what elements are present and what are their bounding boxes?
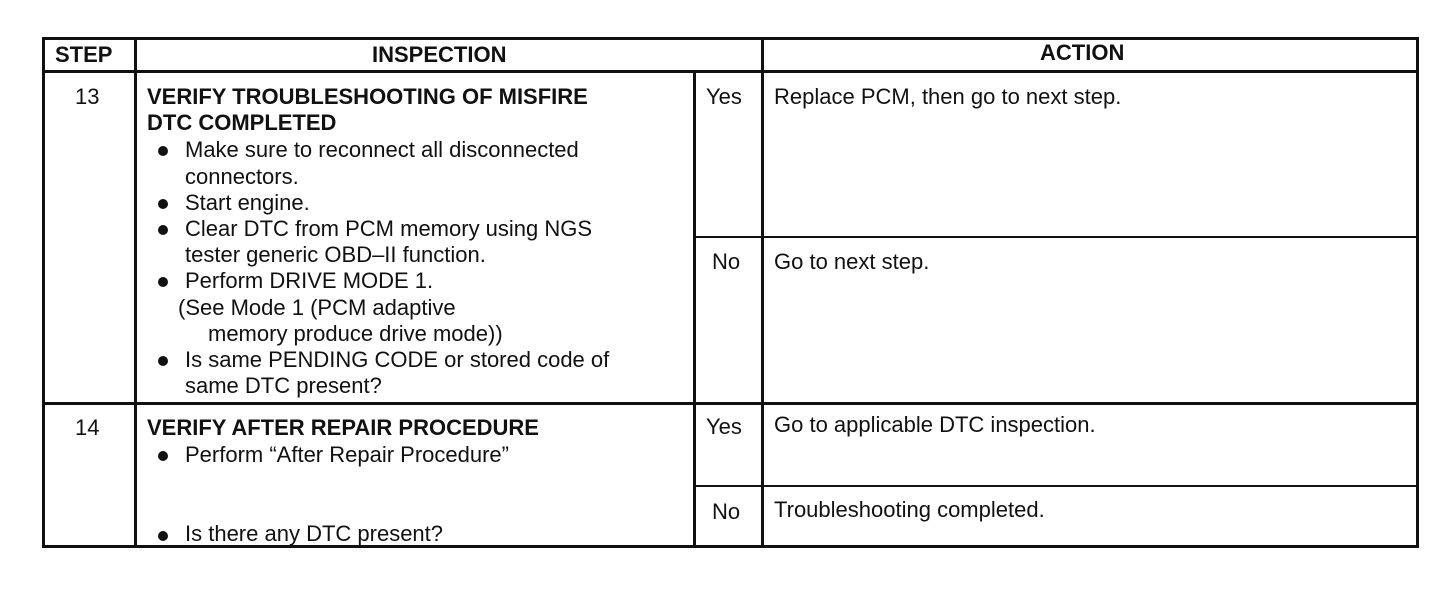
action-text: Troubleshooting completed. [774,497,1045,522]
divider-inspection-action [761,37,764,548]
inspection-title-cont: DTC COMPLETED [147,110,337,135]
header-inspection: INSPECTION [372,42,507,67]
inspection-bullet-cont: same DTC present? [185,373,382,398]
inspection-bullet: Perform DRIVE MODE 1. [185,268,434,293]
bullet-icon [158,199,168,209]
bullet-icon [158,356,168,366]
step-number: 14 [75,415,100,440]
step-number: 13 [75,84,100,109]
inspection-bullet: Start engine. [185,190,310,215]
row-divider-13-14 [42,402,1419,405]
inspection-bullet: Is same PENDING CODE or stored code of [185,347,610,372]
row14-yes-no-divider [693,485,1419,487]
bullet-icon [158,277,168,287]
inspection-title: VERIFY TROUBLESHOOTING OF MISFIRE [147,84,588,109]
table-border-top [42,37,1419,40]
table-border-left [42,37,45,548]
inspection-bullet-cont: tester generic OBD–II function. [185,242,486,267]
action-text: Go to applicable DTC inspection. [774,412,1096,437]
table-border-bottom [42,545,1419,548]
row13-yes-no-divider [693,236,1419,238]
bullet-icon [158,146,168,156]
header-step: STEP [55,42,113,67]
inspection-title: VERIFY AFTER REPAIR PROCEDURE [147,415,539,440]
no-label: No [712,499,741,524]
action-text: Go to next step. [774,249,930,274]
header-divider [42,70,1419,73]
table-border-right [1416,37,1419,548]
bullet-icon [158,531,168,541]
inspection-note-cont: memory produce drive mode)) [208,321,503,346]
yes-label: Yes [706,84,742,109]
yes-label: Yes [706,414,742,439]
inspection-note: (See Mode 1 (PCM adaptive [178,295,456,320]
header-action: ACTION [1040,40,1125,65]
inspection-bullet-cont: connectors. [185,164,299,189]
bullet-icon [158,451,168,461]
inspection-bullet: Is there any DTC present? [185,521,444,546]
bullet-icon [158,225,168,235]
inspection-bullet: Perform “After Repair Procedure” [185,442,509,467]
no-label: No [712,249,741,274]
divider-inspection-yesno [693,72,696,548]
action-text: Replace PCM, then go to next step. [774,84,1122,109]
divider-step-inspection [134,37,137,548]
inspection-bullet: Make sure to reconnect all disconnected [185,137,579,162]
inspection-bullet: Clear DTC from PCM memory using NGS [185,216,593,241]
